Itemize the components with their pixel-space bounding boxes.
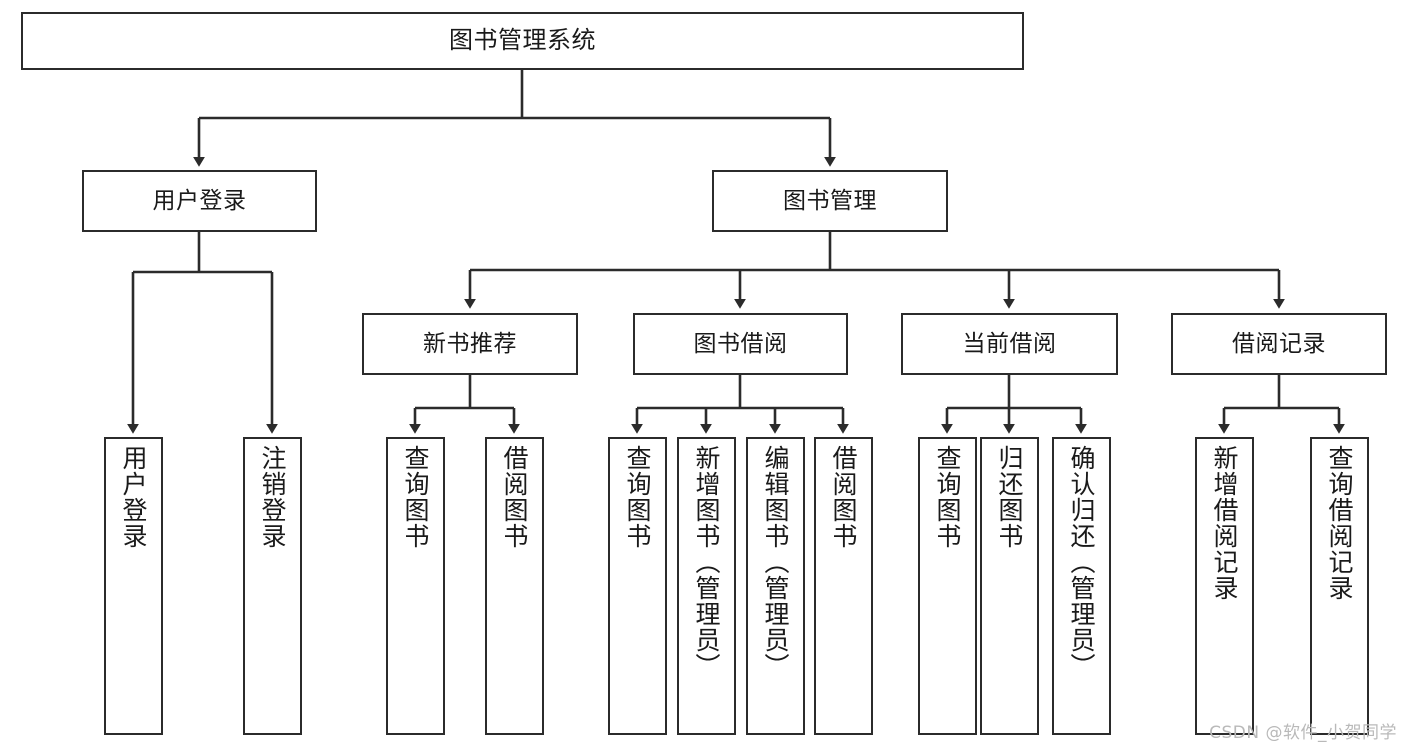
node-label: 当前借阅 <box>962 330 1057 357</box>
node-label: 查询图书 <box>623 445 652 549</box>
node-label: 查询图书 <box>933 445 962 549</box>
leaf-query-book-current[interactable]: 查询图书 <box>918 437 977 735</box>
node-borrow-record[interactable]: 借阅记录 <box>1171 313 1387 375</box>
node-label: 图书管理 <box>783 187 877 214</box>
node-label: 借阅图书 <box>829 445 858 549</box>
node-label: 编辑图书（管理员） <box>761 445 790 679</box>
leaf-query-book-recommendation[interactable]: 查询图书 <box>386 437 445 735</box>
node-user-login[interactable]: 用户登录 <box>82 170 317 232</box>
leaf-add-borrow-record[interactable]: 新增借阅记录 <box>1195 437 1254 735</box>
node-label: 借阅图书 <box>500 445 529 549</box>
node-label: 新书推荐 <box>423 330 517 357</box>
node-label: 借阅记录 <box>1232 330 1326 357</box>
node-new-book-recommendation[interactable]: 新书推荐 <box>362 313 578 375</box>
leaf-edit-book-admin[interactable]: 编辑图书（管理员） <box>746 437 805 735</box>
node-label: 归还图书 <box>995 445 1024 549</box>
leaf-logout[interactable]: 注销登录 <box>243 437 302 735</box>
node-book-management[interactable]: 图书管理 <box>712 170 948 232</box>
leaf-user-login[interactable]: 用户登录 <box>104 437 163 735</box>
leaf-borrow-book-recommendation[interactable]: 借阅图书 <box>485 437 544 735</box>
node-label: 图书管理系统 <box>449 26 596 55</box>
node-label: 新增借阅记录 <box>1210 445 1239 601</box>
node-label: 查询图书 <box>401 445 430 549</box>
leaf-return-book[interactable]: 归还图书 <box>980 437 1039 735</box>
node-label: 用户登录 <box>152 187 247 214</box>
leaf-confirm-return-admin[interactable]: 确认归还（管理员） <box>1052 437 1111 735</box>
node-label: 确认归还（管理员） <box>1067 445 1096 679</box>
leaf-query-borrow-record[interactable]: 查询借阅记录 <box>1310 437 1369 735</box>
node-book-borrow[interactable]: 图书借阅 <box>633 313 848 375</box>
leaf-borrow-book[interactable]: 借阅图书 <box>814 437 873 735</box>
node-root-book-management-system[interactable]: 图书管理系统 <box>21 12 1024 70</box>
node-label: 用户登录 <box>119 445 148 549</box>
node-label: 查询借阅记录 <box>1325 445 1354 601</box>
node-label: 图书借阅 <box>693 330 788 357</box>
leaf-add-book-admin[interactable]: 新增图书（管理员） <box>677 437 736 735</box>
node-label: 新增图书（管理员） <box>692 445 721 679</box>
node-current-borrow[interactable]: 当前借阅 <box>901 313 1118 375</box>
node-label: 注销登录 <box>258 445 287 549</box>
leaf-query-book-borrow[interactable]: 查询图书 <box>608 437 667 735</box>
csdn-watermark: CSDN @软件_小贺同学 <box>1209 723 1397 743</box>
